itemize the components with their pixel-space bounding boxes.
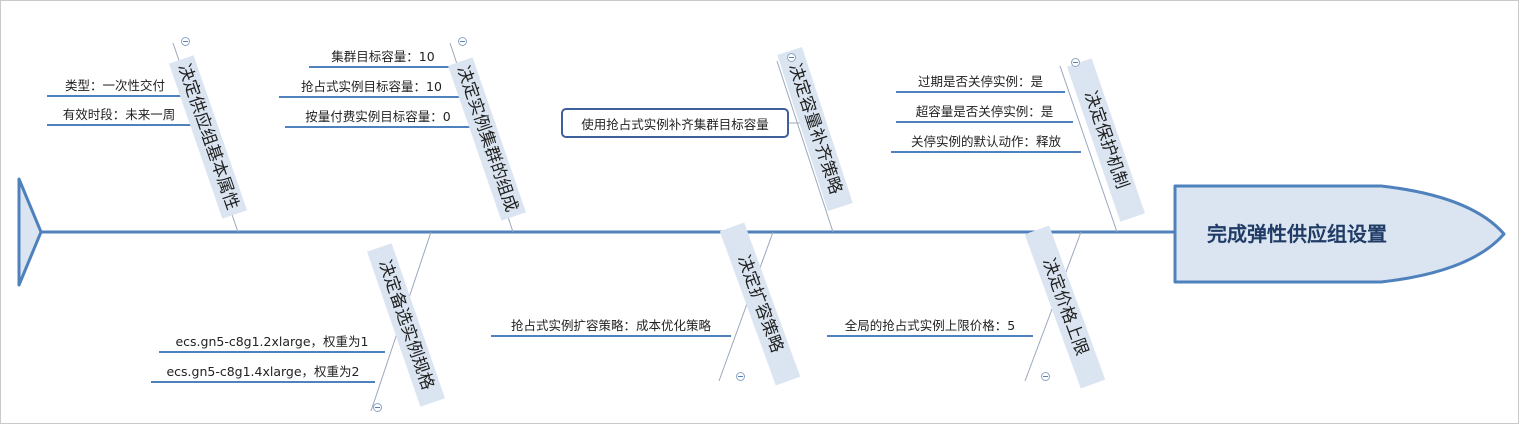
fish-head[interactable]: [1173, 184, 1506, 284]
collapse-toggle-scaling-policy[interactable]: [736, 372, 745, 381]
leaf-type[interactable]: 类型：一次性交付: [64, 78, 165, 93]
collapse-toggle-basic-properties[interactable]: [181, 37, 190, 46]
collapse-toggle-capacity-policy[interactable]: [787, 53, 796, 62]
fish-tail: [17, 177, 43, 287]
leaf-cluster-target-capacity[interactable]: 集群目标容量：10: [331, 49, 435, 64]
leaf-stop-on-expire[interactable]: 过期是否关停实例：是: [917, 74, 1043, 89]
leaf-lines: [47, 66, 1081, 383]
leaf-instance-type-2xlarge[interactable]: ecs.gn5-c8g1.2xlarge，权重为1: [175, 334, 369, 349]
bone-protection: [1059, 65, 1118, 233]
bone-capacity-policy: [776, 60, 834, 233]
collapse-toggle-protection[interactable]: [1071, 58, 1080, 67]
leaf-stop-on-excess[interactable]: 超容量是否关停实例：是: [915, 104, 1054, 119]
leaf-spot-scaling-strategy[interactable]: 抢占式实例扩容策略：成本优化策略: [510, 318, 711, 333]
leaf-instance-type-4xlarge[interactable]: ecs.gn5-c8g1.4xlarge，权重为2: [166, 364, 360, 379]
leaf-valid-period[interactable]: 有效时段：未来一周: [62, 107, 176, 122]
leaf-fill-with-spot[interactable]: 使用抢占式实例补齐集群目标容量: [561, 108, 789, 138]
leaf-default-stop-action[interactable]: 关停实例的默认动作：释放: [910, 134, 1061, 149]
collapse-toggle-cluster-composition[interactable]: [458, 37, 467, 46]
fish-head-title: 完成弹性供应组设置: [1207, 222, 1387, 246]
leaf-payg-target-capacity[interactable]: 按量付费实例目标容量：0: [305, 109, 451, 124]
leaf-global-spot-price-limit[interactable]: 全局的抢占式实例上限价格：5: [844, 318, 1016, 333]
bone-scaling-policy: [718, 231, 774, 382]
collapse-toggle-instance-types[interactable]: [373, 403, 382, 412]
leaf-spot-target-capacity[interactable]: 抢占式实例目标容量：10: [301, 79, 442, 94]
collapse-toggle-price-limit[interactable]: [1041, 372, 1050, 381]
